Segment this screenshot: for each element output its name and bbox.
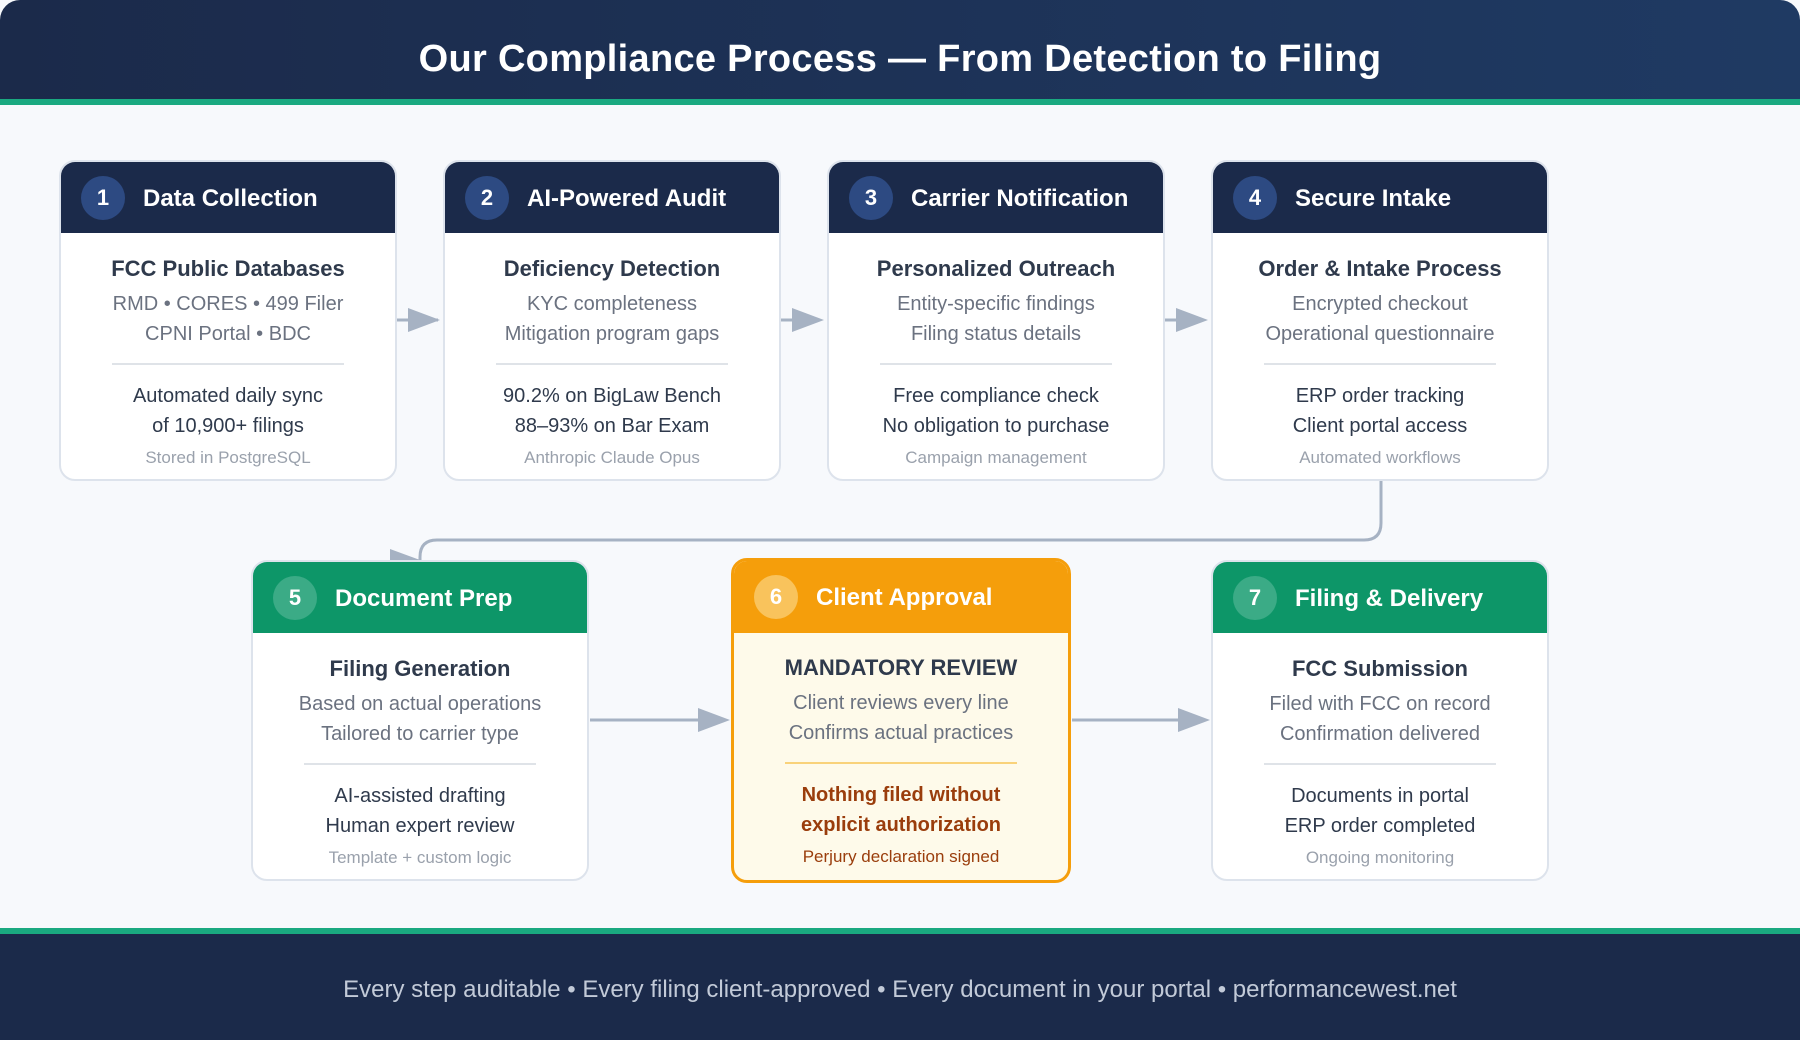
step-note: Anthropic Claude Opus (524, 448, 700, 467)
step-detail: Mitigation program gaps (504, 323, 720, 345)
step-card-filing-delivery: 7 Filing & Delivery FCC Submission Filed… (1211, 560, 1549, 881)
step-feature: explicit authorization (800, 814, 1002, 836)
step-detail: Entity-specific findings (897, 293, 1095, 315)
step-feature: Human expert review (325, 815, 515, 837)
step-number-badge: 6 (754, 575, 798, 619)
step-header: 2 AI-Powered Audit (445, 162, 779, 233)
step-header: 3 Carrier Notification (829, 162, 1163, 233)
step-body: MANDATORY REVIEW Client reviews every li… (734, 632, 1068, 868)
step-divider (785, 762, 1017, 764)
step-title: Client Approval (816, 584, 993, 611)
step-title: AI-Powered Audit (527, 185, 727, 212)
step-card-data-collection: 1 Data Collection FCC Public Databases R… (59, 160, 397, 481)
step-feature: of 10,900+ filings (152, 415, 304, 437)
step-feature: ERP order completed (1284, 815, 1476, 837)
step-subtitle: MANDATORY REVIEW (784, 655, 1018, 680)
arrow-2-to-3-head (792, 308, 824, 332)
arrow-1-to-2-head (408, 308, 440, 332)
arrow-3-to-4-head (1176, 308, 1208, 332)
step-feature: Free compliance check (893, 385, 1099, 407)
step-title: Filing & Delivery (1295, 585, 1484, 612)
step-feature: ERP order tracking (1295, 385, 1465, 407)
step-detail: Filed with FCC on record (1269, 693, 1491, 715)
step-divider (304, 763, 536, 765)
step-subtitle: Order & Intake Process (1258, 256, 1502, 281)
step-divider (1264, 363, 1496, 365)
step-divider (1264, 763, 1496, 765)
arrow-6-to-7-head (1178, 708, 1210, 732)
step-header: 7 Filing & Delivery (1213, 562, 1547, 633)
step-number-badge: 5 (273, 576, 317, 620)
step-header: 4 Secure Intake (1213, 162, 1547, 233)
step-card-ai-powered-audit: 2 AI-Powered Audit Deficiency Detection … (443, 160, 781, 481)
arrow-4-to-5 (418, 481, 1383, 560)
step-detail: Confirmation delivered (1279, 723, 1481, 745)
step-detail: Tailored to carrier type (321, 723, 519, 745)
step-detail: Encrypted checkout (1292, 293, 1468, 315)
step-subtitle: FCC Submission (1291, 656, 1468, 681)
step-feature: Documents in portal (1291, 785, 1469, 807)
step-feature: Client portal access (1292, 415, 1468, 437)
page-title: Our Compliance Process — From Detection … (418, 38, 1382, 80)
step-header: 6 Client Approval (734, 561, 1068, 633)
step-detail: Filing status details (910, 323, 1082, 345)
page-header: Our Compliance Process — From Detection … (0, 0, 1800, 105)
step-detail: Operational questionnaire (1265, 323, 1495, 345)
step-body: Deficiency Detection KYC completeness Mi… (445, 233, 779, 469)
step-card-secure-intake: 4 Secure Intake Order & Intake Process E… (1211, 160, 1549, 481)
step-title: Data Collection (143, 185, 318, 212)
step-divider (496, 363, 728, 365)
step-subtitle: FCC Public Databases (111, 256, 345, 281)
page-footer: Every step auditable • Every filing clie… (0, 928, 1800, 1040)
step-body: FCC Public Databases RMD • CORES • 499 F… (61, 233, 395, 469)
step-title: Document Prep (335, 585, 513, 612)
step-subtitle: Personalized Outreach (876, 256, 1116, 281)
step-divider (880, 363, 1112, 365)
step-note: Template + custom logic (328, 848, 512, 867)
step-divider (112, 363, 344, 365)
step-feature: 90.2% on BigLaw Bench (503, 385, 721, 407)
step-body: Personalized Outreach Entity-specific fi… (829, 233, 1163, 469)
step-body: Filing Generation Based on actual operat… (253, 633, 587, 869)
step-detail: Based on actual operations (298, 693, 542, 715)
step-number-badge: 7 (1233, 576, 1277, 620)
step-note: Ongoing monitoring (1305, 848, 1455, 867)
step-note: Campaign management (905, 448, 1087, 467)
step-note: Stored in PostgreSQL (145, 448, 311, 467)
step-subtitle: Deficiency Detection (503, 256, 721, 281)
step-title: Secure Intake (1295, 185, 1452, 212)
step-feature: Automated daily sync (132, 385, 324, 407)
step-number-badge: 1 (81, 176, 125, 220)
step-feature: Nothing filed without (801, 784, 1001, 806)
step-detail: Client reviews every line (793, 692, 1009, 714)
step-feature: 88–93% on Bar Exam (514, 415, 710, 437)
step-note: Automated workflows (1299, 448, 1461, 467)
step-header: 1 Data Collection (61, 162, 395, 233)
step-detail: RMD • CORES • 499 Filer (112, 293, 344, 315)
step-title: Carrier Notification (911, 185, 1129, 212)
step-feature: AI-assisted drafting (334, 785, 506, 807)
step-number-badge: 2 (465, 176, 509, 220)
step-body: Order & Intake Process Encrypted checkou… (1213, 233, 1547, 469)
step-number-badge: 3 (849, 176, 893, 220)
step-detail: Confirms actual practices (788, 722, 1014, 744)
step-detail: CPNI Portal • BDC (145, 323, 311, 345)
step-card-client-approval: 6 Client Approval MANDATORY REVIEW Clien… (731, 558, 1071, 883)
step-card-document-prep: 5 Document Prep Filing Generation Based … (251, 560, 589, 881)
step-detail: KYC completeness (526, 293, 698, 315)
step-note: Perjury declaration signed (802, 847, 1000, 866)
step-card-carrier-notification: 3 Carrier Notification Personalized Outr… (827, 160, 1165, 481)
step-number-badge: 4 (1233, 176, 1277, 220)
step-subtitle: Filing Generation (329, 656, 511, 681)
footer-tagline: Every step auditable • Every filing clie… (343, 976, 1457, 1003)
arrow-5-to-6-head (698, 708, 730, 732)
step-header: 5 Document Prep (253, 562, 587, 633)
step-feature: No obligation to purchase (882, 415, 1110, 437)
step-body: FCC Submission Filed with FCC on record … (1213, 633, 1547, 869)
